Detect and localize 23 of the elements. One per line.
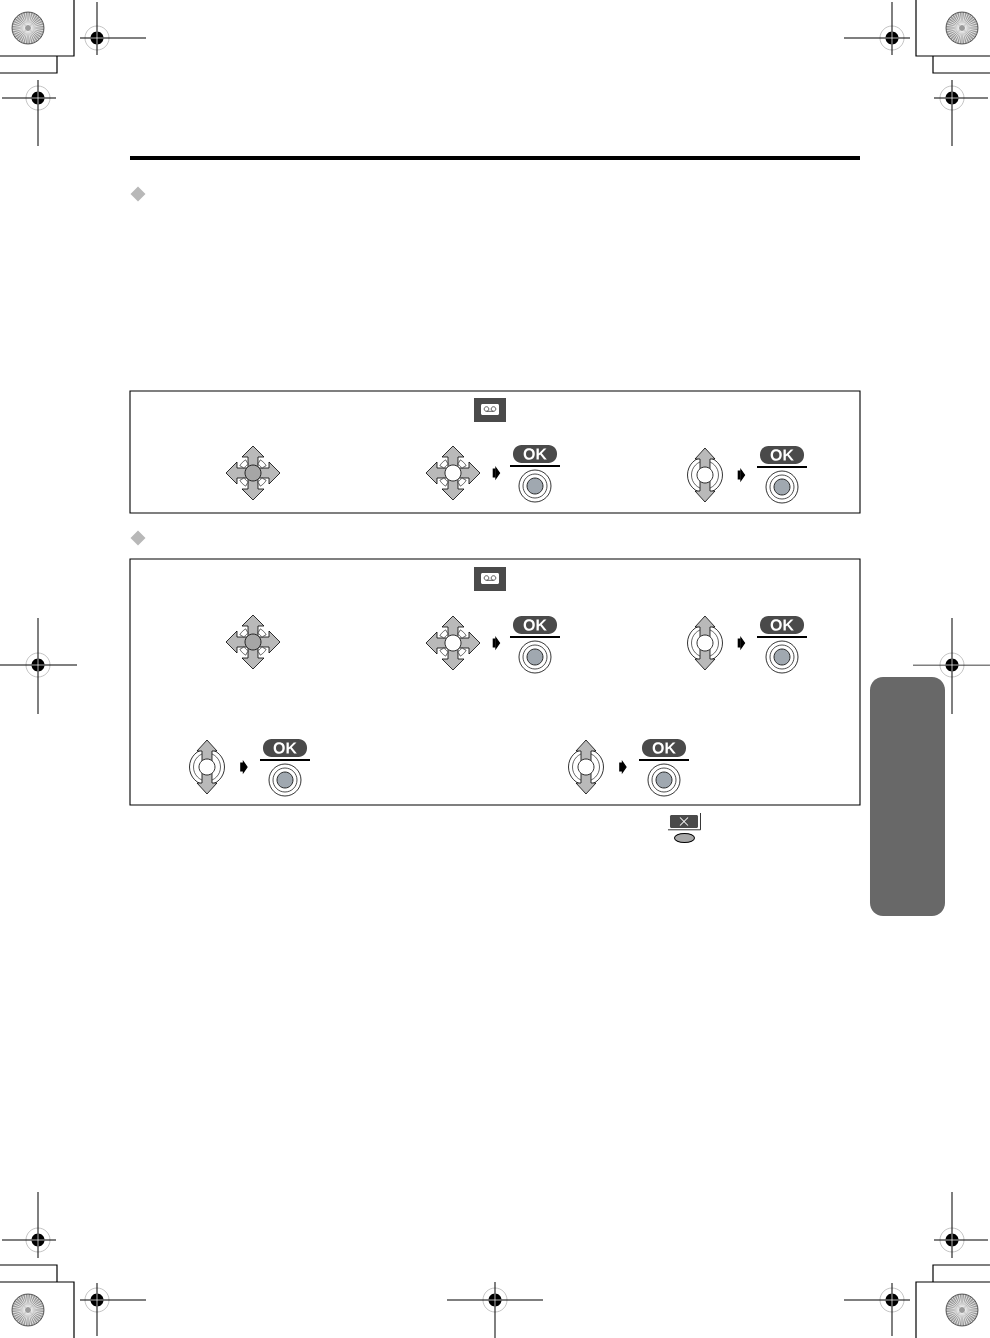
node-label: OK	[273, 742, 297, 754]
side-tab	[870, 677, 945, 916]
four-way-key-icon	[225, 614, 281, 670]
up-down-key-icon	[568, 739, 604, 795]
four-way-key-icon	[425, 615, 481, 671]
four-way-key-icon	[425, 445, 481, 501]
node-label: OK	[770, 619, 794, 631]
ok-key: OK	[509, 445, 561, 503]
up-down-key-icon	[189, 739, 225, 795]
panel-frame	[129, 558, 861, 806]
node-label: OK	[523, 619, 547, 631]
up-down-key-icon	[687, 447, 723, 503]
ok-key: OK	[259, 739, 311, 797]
four-way-key-icon	[225, 445, 281, 501]
node-label: OK	[652, 742, 676, 754]
ok-key: OK	[638, 739, 690, 797]
node-label: OK	[523, 448, 547, 460]
node-label: OK	[770, 449, 794, 461]
up-down-key-icon	[687, 615, 723, 671]
ok-key: OK	[756, 616, 808, 674]
ok-key: OK	[756, 446, 808, 504]
ok-key: OK	[509, 616, 561, 674]
panel-frame	[129, 390, 861, 514]
